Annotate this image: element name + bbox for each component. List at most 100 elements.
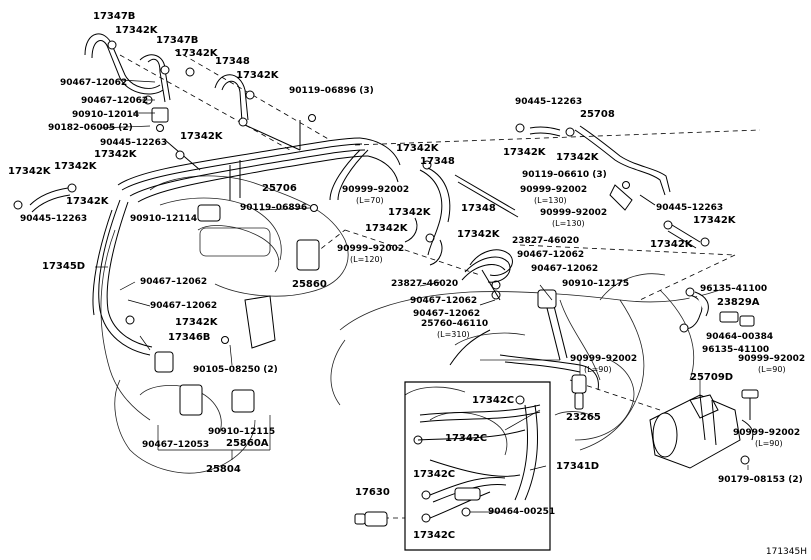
callout-length: (L=310) [437, 330, 470, 339]
callout-90999-92002: 90999–92002 [733, 428, 801, 438]
callout-25708: 25708 [580, 109, 615, 120]
dashed-leaders [120, 50, 760, 518]
callout-17342k: 17342K [236, 70, 279, 81]
label-leaders [95, 80, 748, 512]
pipe-25706 [118, 120, 400, 202]
callout-17342c: 17342C [413, 469, 456, 480]
callout-17346b: 17346B [168, 332, 211, 343]
callout-90464-00251: 90464–00251 [488, 507, 556, 517]
callout-90119-06896: 90119–06896 (3) [289, 86, 374, 96]
callout-25860: 25860 [292, 279, 327, 290]
callout-17342k: 17342K [8, 166, 51, 177]
callout-17345d: 17345D [42, 261, 86, 272]
callout-17342k: 17342K [556, 152, 599, 163]
callout-90467-12062: 90467–12062 [60, 78, 128, 88]
callout-17342k: 17342K [365, 223, 408, 234]
callout-90999-92002: 90999–92002 [337, 244, 405, 254]
callout-17342c: 17342C [472, 395, 515, 406]
callout-17342k: 17342K [115, 25, 158, 36]
callout-90182-06005: 90182–06005 (2) [48, 123, 133, 133]
pipe-25708 [530, 126, 670, 205]
callout-17630: 17630 [355, 487, 390, 498]
callout-17342k: 17342K [66, 196, 109, 207]
callout-90445-12263: 90445–12263 [20, 214, 88, 224]
callout-17342k: 17342K [396, 143, 439, 154]
callout-17342k: 17342K [503, 147, 546, 158]
callout-25860a: 25860A [226, 438, 269, 449]
canister-25709d [650, 390, 758, 468]
callout-90910-12175: 90910–12175 [562, 279, 630, 289]
callout-90467-12062: 90467–12062 [81, 96, 149, 106]
callout-23827-46020: 23827–46020 [391, 279, 459, 289]
callout-length: (L=70) [356, 196, 384, 205]
callout-90445-12263: 90445–12263 [656, 203, 724, 213]
callout-17348: 17348 [420, 156, 455, 167]
callout-90119-06896: 90119–06896 [240, 203, 308, 213]
callout-90999-92002: 90999–92002 [570, 354, 638, 364]
callout-length: (L=120) [350, 255, 383, 264]
callout-90179-08153: 90179–08153 (2) [718, 475, 803, 485]
callout-96135-41100: 96135–41100 [700, 284, 768, 294]
callout-90910-12115: 90910–12115 [208, 427, 276, 437]
callout-90105-08250: 90105–08250 (2) [193, 365, 278, 375]
parts-23829a [680, 288, 754, 332]
callout-length: (L=90) [758, 365, 786, 374]
callout-17342k: 17342K [175, 317, 218, 328]
sensor-17630 [355, 512, 387, 526]
callout-90999-92002: 90999–92002 [540, 208, 608, 218]
callout-length: (L=90) [584, 365, 612, 374]
callout-17342k: 17342K [693, 215, 736, 226]
callout-90467-12062: 90467–12062 [150, 301, 218, 311]
hose-17348-center [330, 150, 518, 265]
detail-box-17341d [405, 382, 550, 550]
vsv-right [538, 185, 632, 308]
callout-23265: 23265 [566, 412, 601, 423]
callout-17341d: 17341D [556, 461, 600, 472]
hose-17345d [93, 200, 152, 355]
hose-23827 [462, 250, 512, 300]
callout-25706: 25706 [262, 183, 297, 194]
bolts [152, 108, 749, 516]
callout-90999-92002: 90999–92002 [520, 185, 588, 195]
callout-90119-06610: 90119–06610 (3) [522, 170, 607, 180]
vsv-left [155, 205, 319, 415]
filter-23265 [572, 375, 586, 409]
callout-17342c: 17342C [413, 530, 456, 541]
callout-90445-12263: 90445–12263 [100, 138, 168, 148]
callout-90467-12062: 90467–12062 [413, 309, 481, 319]
callout-23827-46020: 23827–46020 [512, 236, 580, 246]
callout-17347b: 17347B [156, 35, 199, 46]
figure-code: 171345H [765, 547, 807, 557]
callout-17348: 17348 [215, 56, 250, 67]
callout-90467-12053: 90467–12053 [142, 440, 210, 450]
callout-length: (L=90) [755, 439, 783, 448]
callout-90910-12114: 90910–12114 [130, 214, 198, 224]
callout-90467-12062: 90467–12062 [140, 277, 208, 287]
callout-90999-92002: 90999–92002 [738, 354, 806, 364]
callout-90467-12062: 90467–12062 [531, 264, 599, 274]
hose-17347b [85, 34, 300, 150]
callout-17342k: 17342K [180, 131, 223, 142]
engine-outline [101, 176, 720, 473]
callout-length: (L=130) [552, 219, 585, 228]
callout-90910-12014: 90910–12014 [72, 110, 140, 120]
callout-25709d: 25709D [690, 372, 734, 383]
callout-17348: 17348 [461, 203, 496, 214]
callout-90445-12263: 90445–12263 [515, 97, 583, 107]
callout-25760-46110: 25760–46110 [421, 319, 489, 329]
callout-90467-12062: 90467–12062 [517, 250, 585, 260]
callout-17342k: 17342K [388, 207, 431, 218]
callout-17342k: 17342K [54, 161, 97, 172]
callout-17347b: 17347B [93, 11, 136, 22]
hose-90445-left [30, 188, 70, 212]
callout-23829a: 23829A [717, 297, 760, 308]
callout-25804: 25804 [206, 464, 241, 475]
callout-17342c: 17342C [445, 433, 488, 444]
hose-90445-right [668, 225, 700, 248]
callout-90467-12062: 90467–12062 [410, 296, 478, 306]
callout-90464-00384: 90464–00384 [706, 332, 774, 342]
callout-17342k: 17342K [457, 229, 500, 240]
callout-17342k: 17342K [650, 239, 693, 250]
